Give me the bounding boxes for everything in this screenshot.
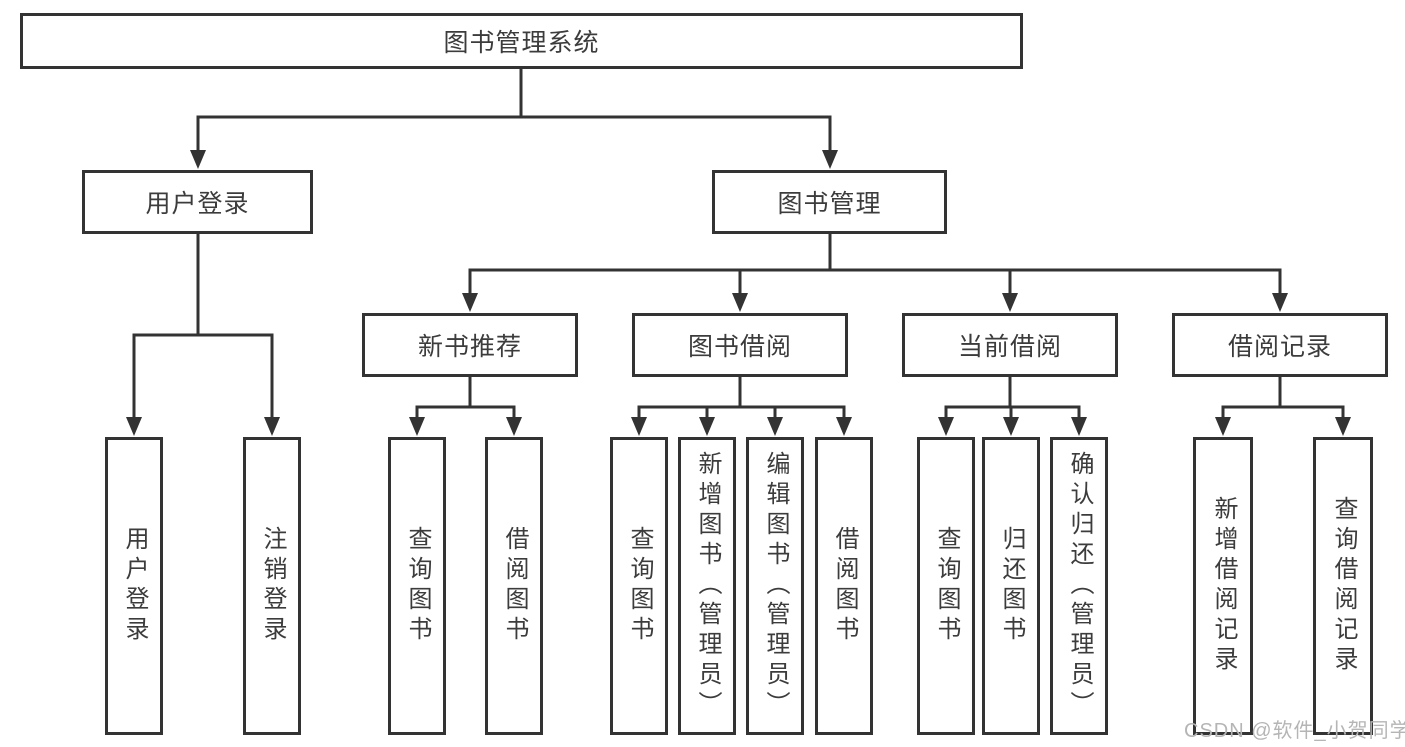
leaf-confirm-return-admin-label: 确认归还（管理员） xyxy=(1066,451,1093,721)
leaf-query-borrow-record: 查询借阅记录 xyxy=(1313,437,1373,735)
leaf-query-book-2: 查询图书 xyxy=(610,437,668,735)
leaf-add-borrow-record: 新增借阅记录 xyxy=(1193,437,1253,735)
node-user-login-label: 用户登录 xyxy=(145,190,250,218)
node-current-borrow: 当前借阅 xyxy=(902,313,1118,377)
leaf-borrow-book-2: 借阅图书 xyxy=(815,437,873,735)
arrowhead xyxy=(836,417,852,436)
node-current-borrow-label: 当前借阅 xyxy=(957,333,1062,361)
leaf-logout: 注销登录 xyxy=(243,437,301,735)
leaf-add-book-admin: 新增图书（管理员） xyxy=(678,437,736,735)
arrowhead xyxy=(506,417,522,436)
node-book-borrow: 图书借阅 xyxy=(632,313,848,377)
connector-current-borrow-children xyxy=(938,375,1087,436)
arrowhead xyxy=(126,417,142,436)
arrowhead xyxy=(767,417,783,436)
leaf-edit-book-admin-label: 编辑图书（管理员） xyxy=(762,451,789,721)
leaf-add-borrow-record-label: 新增借阅记录 xyxy=(1210,496,1237,676)
node-new-book-recommend: 新书推荐 xyxy=(362,313,578,377)
node-borrow-record: 借阅记录 xyxy=(1172,313,1388,377)
leaf-query-book-3: 查询图书 xyxy=(917,437,975,735)
connector-root-to-level2 xyxy=(190,67,838,169)
leaf-query-book-3-label: 查询图书 xyxy=(933,526,960,646)
arrowhead xyxy=(631,417,647,436)
arrowhead xyxy=(1071,417,1087,436)
watermark-text: CSDN @软件_小贺同学 xyxy=(1184,720,1405,742)
node-new-book-recommend-label: 新书推荐 xyxy=(417,333,522,361)
arrowhead xyxy=(409,417,425,436)
leaf-return-book: 归还图书 xyxy=(982,437,1040,735)
leaf-user-login: 用户登录 xyxy=(105,437,163,735)
arrowhead xyxy=(732,293,748,312)
connector-book-management-children xyxy=(462,232,1288,312)
node-book-management: 图书管理 xyxy=(712,170,947,234)
arrowhead xyxy=(1215,417,1231,436)
arrowhead xyxy=(1272,293,1288,312)
node-user-login: 用户登录 xyxy=(82,170,313,234)
leaf-confirm-return-admin: 确认归还（管理员） xyxy=(1050,437,1108,735)
arrowhead xyxy=(1002,293,1018,312)
connector-user-login-children xyxy=(126,232,280,436)
node-root-label: 图书管理系统 xyxy=(443,29,600,57)
arrowhead xyxy=(938,417,954,436)
leaf-edit-book-admin: 编辑图书（管理员） xyxy=(746,437,804,735)
node-root: 图书管理系统 xyxy=(20,13,1023,69)
node-book-borrow-label: 图书借阅 xyxy=(687,333,792,361)
leaf-query-book-1-label: 查询图书 xyxy=(404,526,431,646)
leaf-query-book-1: 查询图书 xyxy=(388,437,446,735)
arrowhead xyxy=(462,293,478,312)
arrowhead xyxy=(264,417,280,436)
leaf-borrow-book-2-label: 借阅图书 xyxy=(831,526,858,646)
connector-book-borrow-children xyxy=(631,375,852,436)
leaf-user-login-label: 用户登录 xyxy=(121,526,148,646)
arrowhead xyxy=(822,150,838,169)
connector-new-book-recommend-children xyxy=(409,375,522,436)
node-borrow-record-label: 借阅记录 xyxy=(1227,333,1332,361)
leaf-add-book-admin-label: 新增图书（管理员） xyxy=(694,451,721,721)
node-book-management-label: 图书管理 xyxy=(777,190,882,218)
leaf-borrow-book-1-label: 借阅图书 xyxy=(501,526,528,646)
leaf-query-book-2-label: 查询图书 xyxy=(626,526,653,646)
leaf-return-book-label: 归还图书 xyxy=(998,526,1025,646)
leaf-query-borrow-record-label: 查询借阅记录 xyxy=(1330,496,1357,676)
arrowhead xyxy=(190,150,206,169)
arrowhead xyxy=(1003,417,1019,436)
arrowhead xyxy=(699,417,715,436)
arrowhead xyxy=(1335,417,1351,436)
connector-borrow-record-children xyxy=(1215,375,1351,436)
leaf-borrow-book-1: 借阅图书 xyxy=(485,437,543,735)
leaf-logout-label: 注销登录 xyxy=(259,526,286,646)
